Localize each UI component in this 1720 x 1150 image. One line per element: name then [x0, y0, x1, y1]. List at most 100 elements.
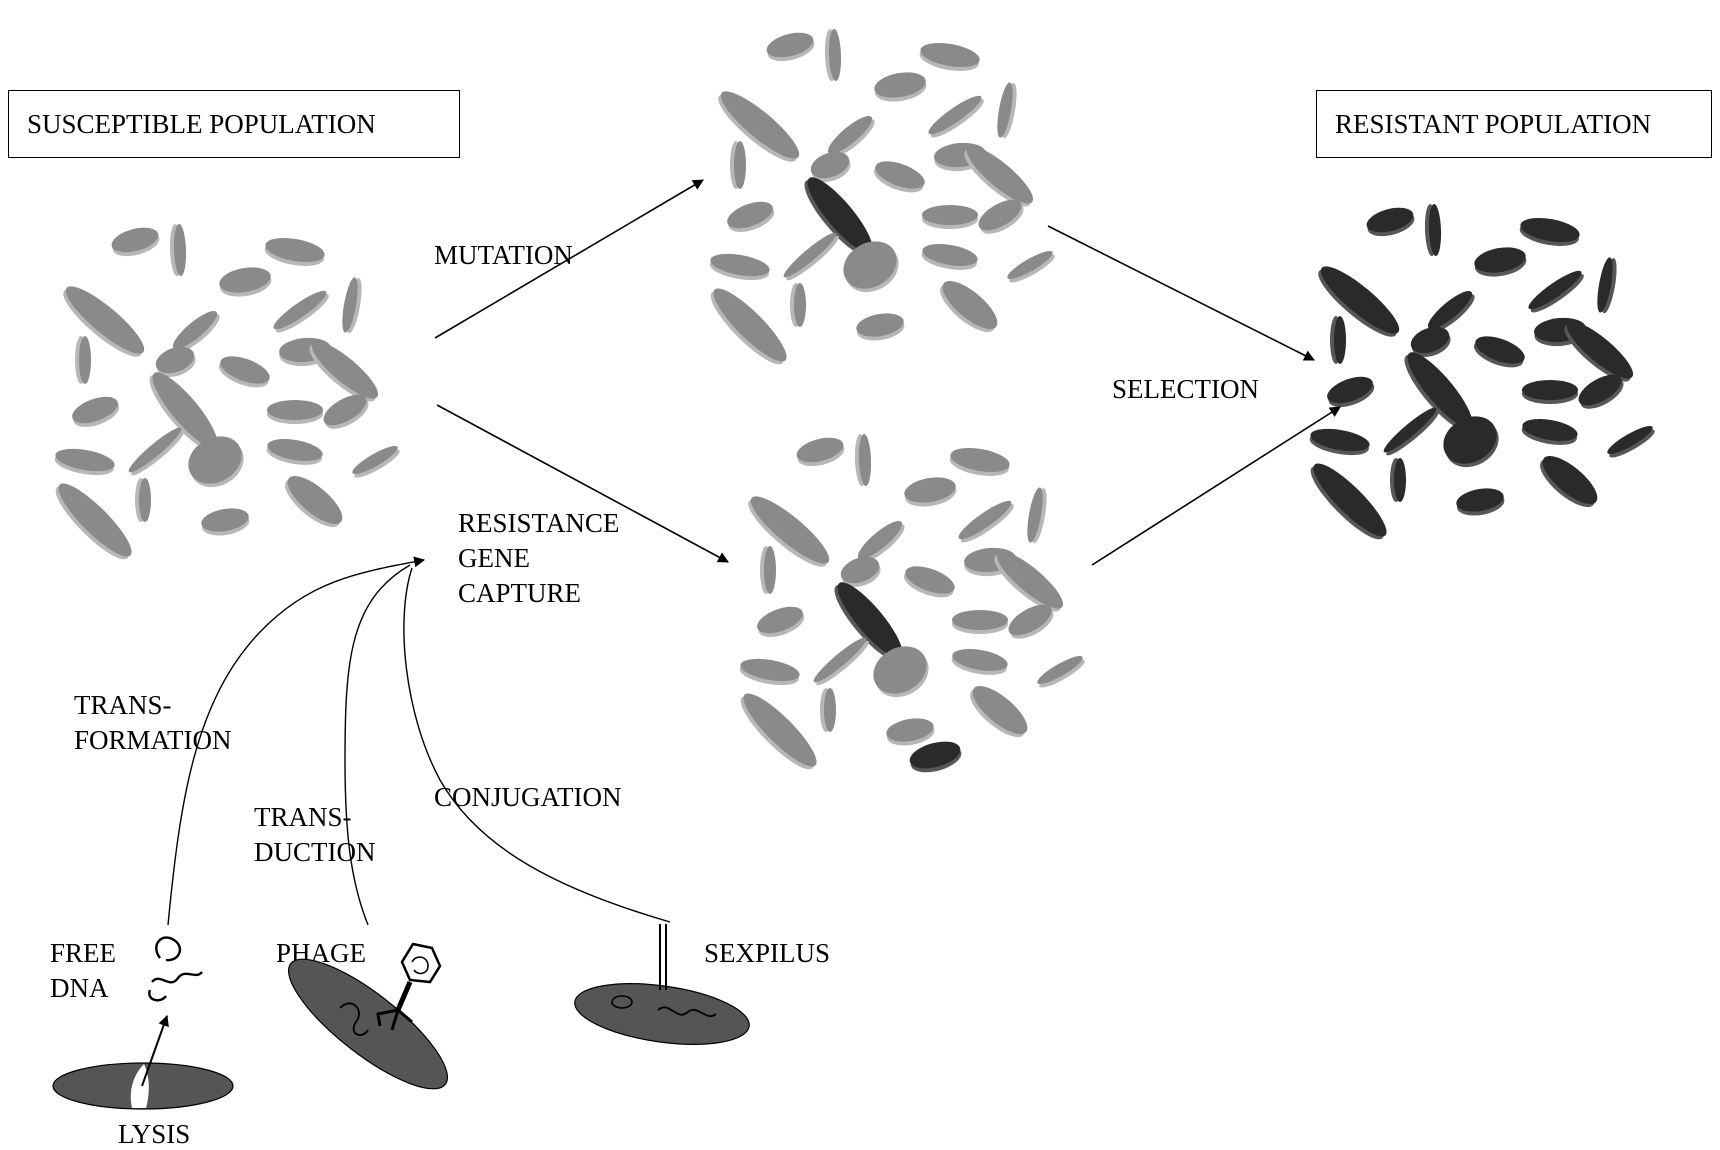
gene-capture-cell — [748, 496, 830, 567]
gene-capture-cell — [970, 685, 1028, 738]
susceptible-cell — [201, 508, 250, 536]
susceptible-cell — [155, 346, 196, 377]
resistant-population-box: RESISTANT POPULATION — [1316, 90, 1712, 158]
resistant-cell — [1540, 455, 1598, 508]
susceptible-cell — [169, 224, 187, 277]
mutant-cell — [843, 241, 899, 293]
mutant-cell — [874, 72, 927, 102]
selection-arrow-top — [1047, 225, 1315, 361]
susceptible-cell — [54, 448, 115, 476]
susceptible-population-label: SUSCEPTIBLE POPULATION — [27, 108, 376, 139]
sexpilus-label: SEXPILUS — [704, 938, 830, 968]
susceptible-cell — [342, 277, 362, 334]
resistant-cell — [1522, 380, 1578, 404]
transduction-curve — [344, 564, 411, 926]
resistant-cell — [1366, 207, 1415, 237]
transduction-label-line2: DUCTION — [254, 837, 376, 867]
capture-label-line2: GENE — [458, 543, 530, 573]
resistant-cell — [1404, 352, 1473, 431]
transformation-label-line1: TRANS- — [74, 690, 172, 720]
gene-capture-cell — [873, 646, 929, 698]
susceptible-cell — [323, 394, 369, 429]
susceptible-cell — [218, 356, 270, 388]
resistant-cell — [1383, 407, 1439, 456]
gene-capture-cell — [903, 566, 955, 598]
susceptible-cell — [111, 227, 160, 257]
mutant-cell — [709, 253, 770, 281]
resistant-cell — [1310, 463, 1387, 540]
mutant-cell — [827, 115, 875, 158]
lysing-cell — [52, 1014, 234, 1110]
mutant-cell — [1007, 251, 1055, 283]
mutant-cell — [922, 205, 978, 229]
gene-capture-cell — [1027, 487, 1047, 544]
mutant-cell — [919, 42, 980, 71]
resistant-cell — [1519, 217, 1580, 246]
mutant-cell — [824, 29, 842, 82]
mutant-cell — [727, 201, 775, 232]
mutant-cell — [921, 244, 978, 270]
donor-cell — [574, 983, 750, 1045]
susceptible-cell — [149, 372, 218, 451]
resistant-cell — [1521, 419, 1578, 445]
transformation-label-line2: FORMATION — [74, 725, 232, 755]
selection-arrow-bottom — [1091, 406, 1341, 566]
gene-capture-cell — [886, 718, 935, 746]
mutant-cell — [766, 32, 815, 62]
resistant-cell — [1410, 326, 1451, 357]
gene-capture-cell — [904, 477, 957, 507]
free-dna-label-line2: DNA — [50, 973, 109, 1003]
susceptible-cell — [219, 267, 272, 297]
gene-capture-cell — [840, 556, 881, 587]
gene-capture-cell — [857, 520, 905, 563]
gene-capture-cell — [994, 551, 1064, 612]
lysis-label: LYSIS — [118, 1119, 190, 1149]
mutant-cell — [790, 283, 806, 327]
conjugation-label: CONJUGATION — [434, 782, 622, 812]
mutant-cell — [783, 232, 839, 281]
mutation-arrow — [434, 179, 704, 339]
transformation-curve — [167, 556, 426, 926]
free-dna-label-line1: FREE — [50, 938, 116, 968]
gene-capture-cell — [854, 434, 872, 487]
susceptible-cell — [266, 439, 323, 465]
mutation-label: MUTATION — [434, 240, 573, 270]
mutant-cell — [978, 199, 1024, 234]
susceptible-cell — [172, 310, 220, 353]
gene-capture-cell — [909, 741, 962, 773]
resistant-cell — [1390, 458, 1406, 502]
capture-label-line1: RESISTANCE — [458, 508, 619, 538]
mutant-cell — [997, 82, 1017, 139]
resistant-population-label: RESISTANT POPULATION — [1335, 108, 1652, 139]
resistant-cell — [1607, 426, 1655, 458]
susceptible-cell — [75, 336, 91, 384]
gene-capture-cell — [820, 688, 836, 732]
susceptible-cell — [273, 290, 329, 333]
gene-capture-cell — [740, 693, 817, 770]
gene-capture-arrow — [436, 404, 729, 563]
resistant-cell — [1309, 428, 1370, 456]
mutant-cell — [964, 146, 1034, 207]
susceptible-cell — [63, 286, 145, 357]
conjugation-curve — [403, 567, 671, 923]
resistant-cell — [1474, 247, 1527, 277]
phage-infected-cell — [287, 958, 449, 1090]
gene-capture-cell — [739, 658, 800, 686]
gene-capture-cell — [949, 447, 1010, 476]
sexpilus-icon — [659, 924, 667, 990]
gene-capture-cell — [952, 610, 1008, 634]
resistant-cell — [1424, 204, 1442, 257]
mutant-cell — [940, 280, 998, 333]
transduction-label-line1: TRANS- — [254, 802, 352, 832]
mutant-cell — [856, 313, 905, 341]
mutant-cell — [718, 91, 800, 162]
resistant-cell — [1578, 374, 1624, 409]
mutant-cell — [730, 141, 746, 189]
resistant-cell — [1564, 321, 1634, 382]
mutant-cell — [873, 161, 925, 193]
resistant-cell — [1473, 336, 1525, 368]
resistant-cell — [1597, 257, 1617, 314]
gene-capture-cell — [757, 606, 805, 637]
gene-capture-cell — [1037, 656, 1085, 688]
